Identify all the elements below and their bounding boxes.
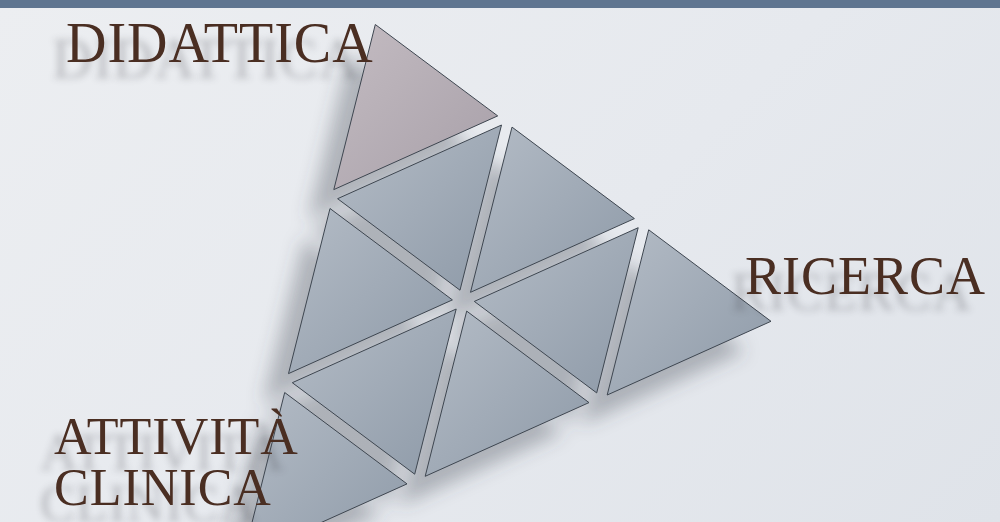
corner-label: RICERCA <box>686 250 986 303</box>
corner-label: ATTIVITÀ CLINICA <box>54 412 354 514</box>
triangle-tile <box>425 311 589 476</box>
triangle-tiles <box>243 25 771 522</box>
top-bar <box>0 0 1000 8</box>
corner-label: DIDATTICA <box>66 16 486 71</box>
